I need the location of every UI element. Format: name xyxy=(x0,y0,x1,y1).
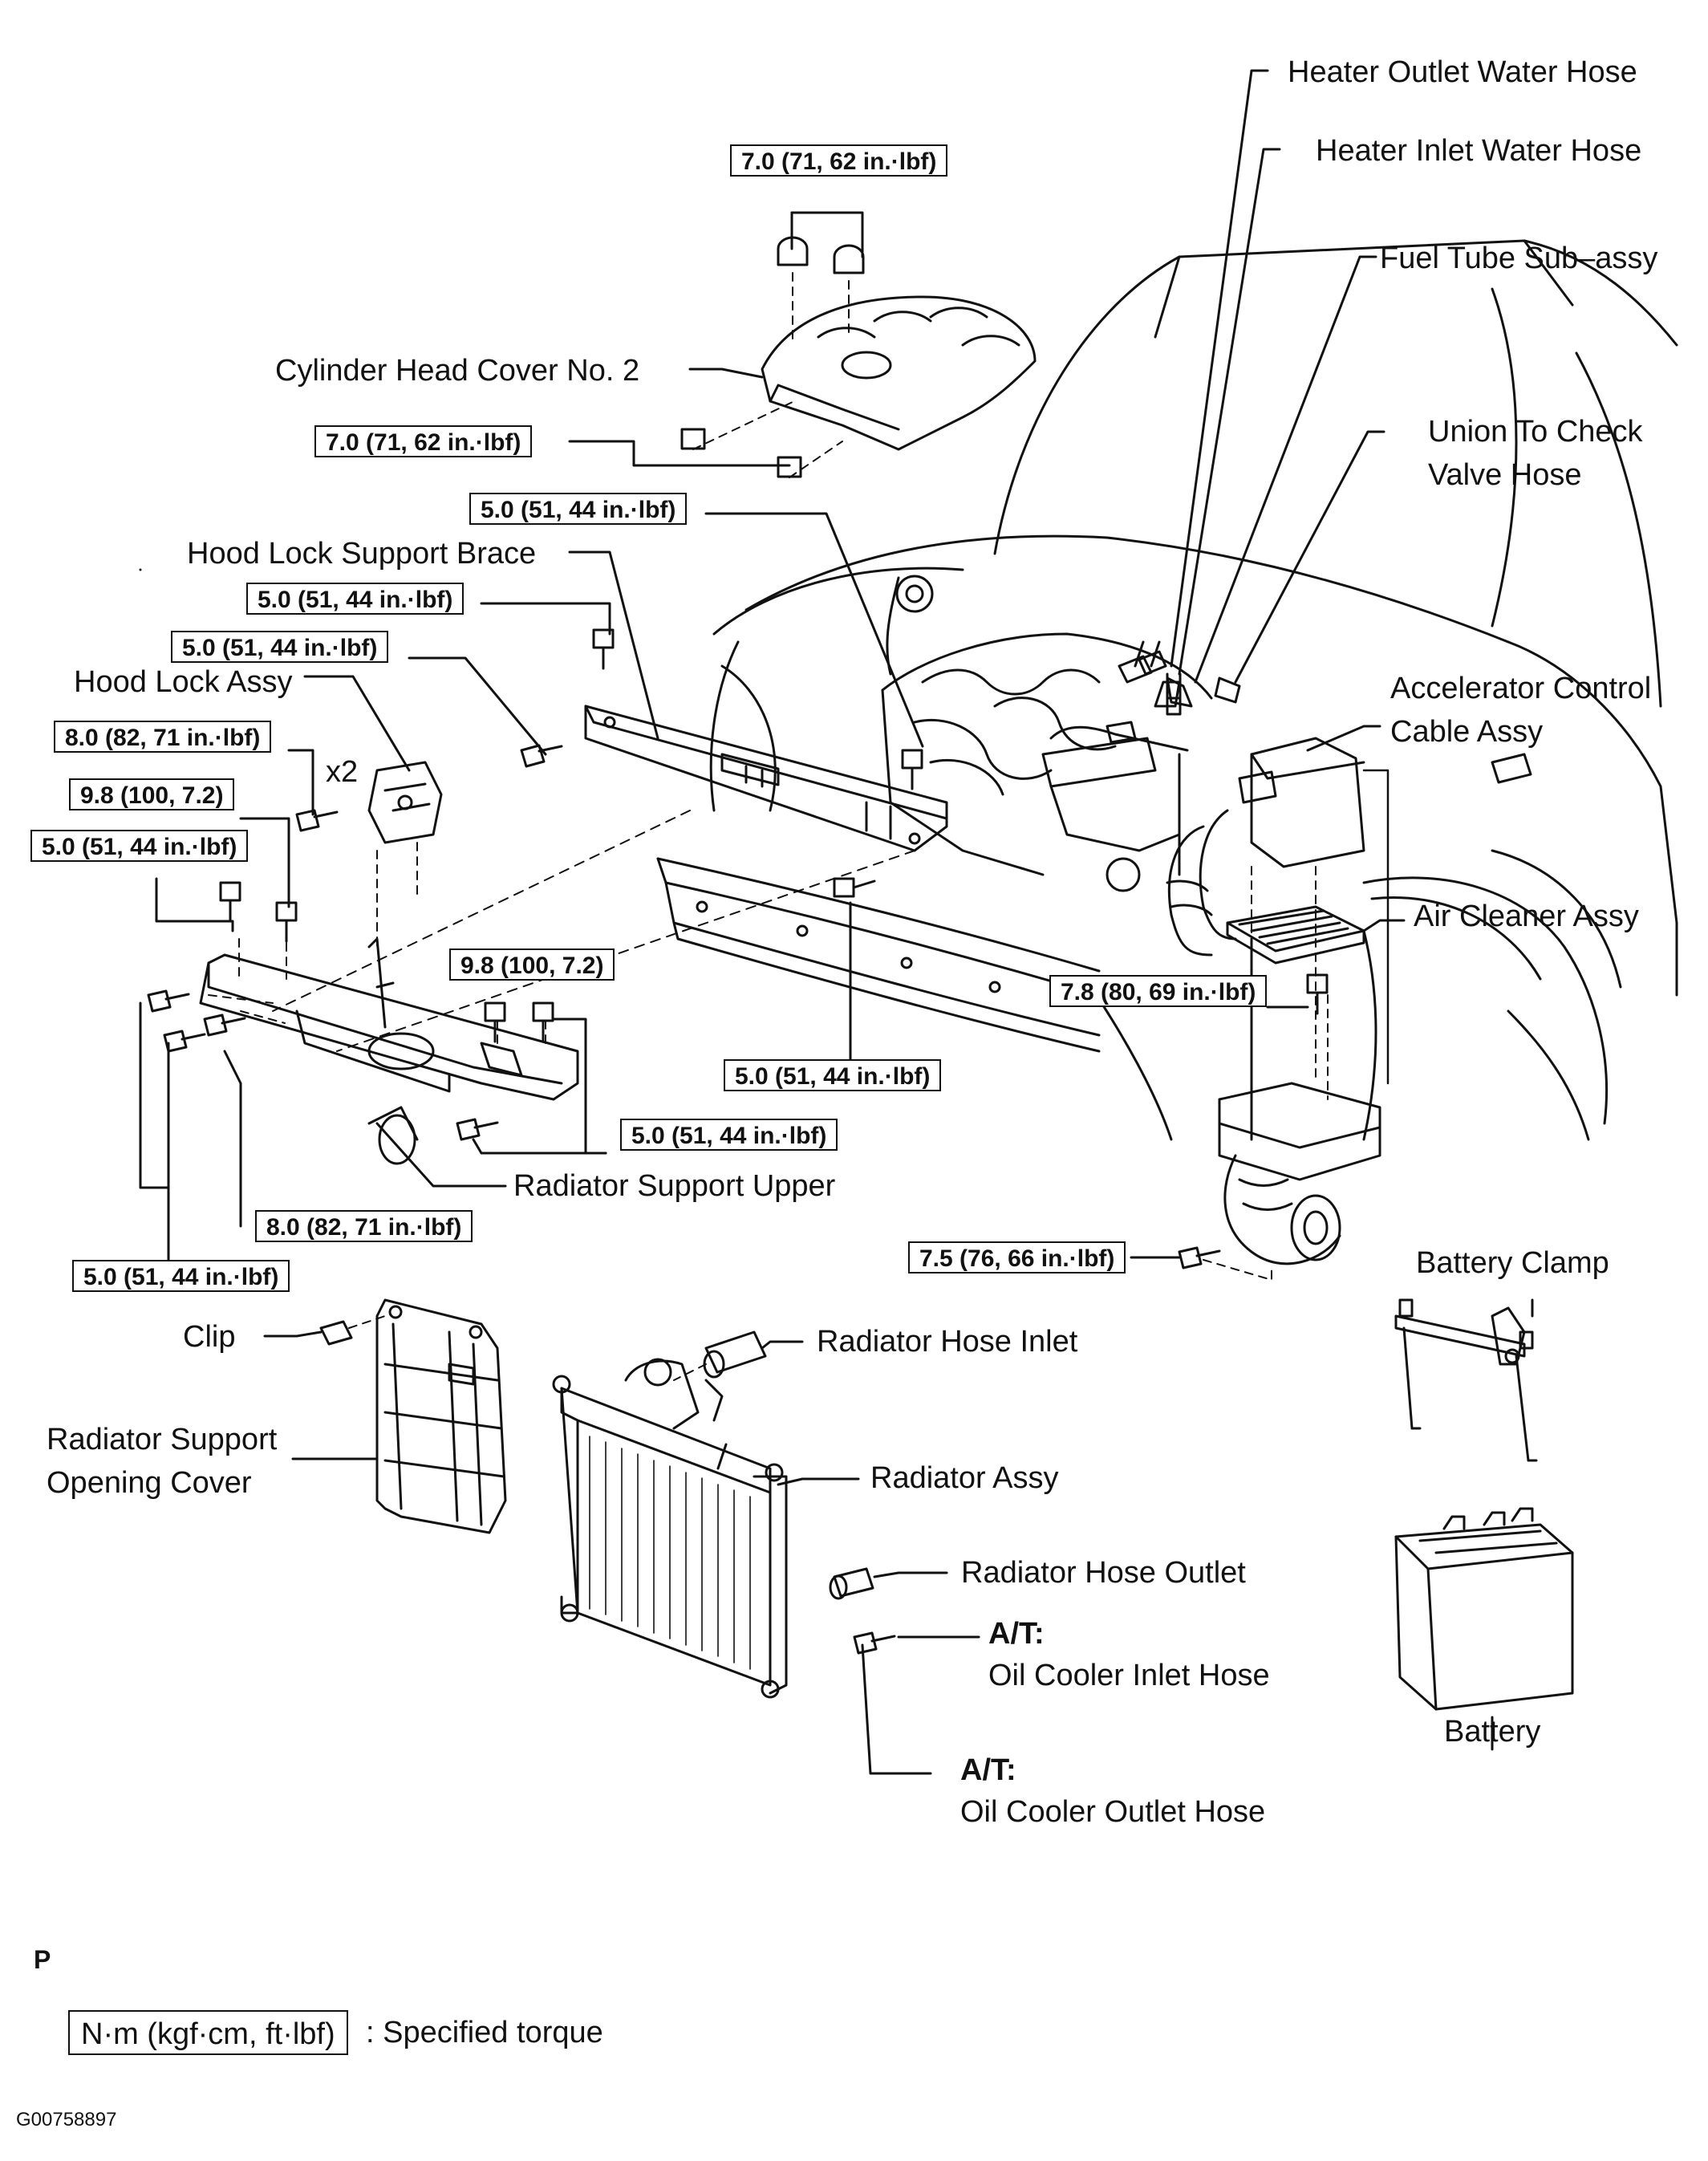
radiator-support-opening-cover-label-line2: Opening Cover xyxy=(47,1466,252,1500)
accelerator-control-cable-assy-label-line1: Accelerator Control xyxy=(1390,672,1652,705)
torque-box-support-upper-c: 9.8 (100, 7.2) xyxy=(449,948,615,981)
torque-box-support-upper-e: 8.0 (82, 71 in.·lbf) xyxy=(255,1210,473,1242)
engine-block xyxy=(881,575,1241,892)
p-mark: P xyxy=(34,1945,51,1974)
battery-clamp-label: Battery Clamp xyxy=(1416,1246,1609,1280)
torque-box-air-cleaner: 7.8 (80, 69 in.·lbf) xyxy=(1049,975,1268,1007)
torque-box-brace-right: 5.0 (51, 44 in.·lbf) xyxy=(469,493,688,525)
at-label-1: A/T: xyxy=(988,1617,1045,1651)
torque-box-brace-left: 5.0 (51, 44 in.·lbf) xyxy=(171,631,389,663)
radiator-support-upper-label: Radiator Support Upper xyxy=(513,1169,836,1203)
torque-box-support-upper-d: 5.0 (51, 44 in.·lbf) xyxy=(620,1119,838,1151)
heater-inlet-water-hose-label: Heater Inlet Water Hose xyxy=(1316,134,1642,168)
torque-box-cover-nuts-top: 7.0 (71, 62 in.·lbf) xyxy=(730,144,948,177)
clip-label: Clip xyxy=(183,1320,236,1354)
x2-label: x2 xyxy=(326,755,359,789)
legend-unit-box: N·m (kgf·cm, ft·lbf) xyxy=(68,2010,348,2055)
torque-box-support-upper-a: 9.8 (100, 7.2) xyxy=(69,778,235,810)
torque-box-air-cleaner-lower: 7.5 (76, 66 in.·lbf) xyxy=(908,1241,1126,1273)
radiator-assy-label: Radiator Assy xyxy=(870,1461,1059,1495)
heater-hose-fittings xyxy=(1118,650,1182,716)
oil-cooler-outlet-hose-label: Oil Cooler Outlet Hose xyxy=(960,1795,1266,1829)
hood-lock-assy xyxy=(303,675,443,948)
accelerator-control-cable-assy-label-line2: Cable Assy xyxy=(1390,715,1544,749)
torque-box-support-upper-f: 5.0 (51, 44 in.·lbf) xyxy=(72,1260,290,1292)
union-to-check-valve-hose-label-line1: Union To Check xyxy=(1428,415,1643,449)
radiator-hose-outlet-label: Radiator Hose Outlet xyxy=(961,1556,1246,1590)
union-to-check-valve-hose-label-line2: Valve Hose xyxy=(1428,458,1582,492)
torque-leader-lines xyxy=(139,512,1309,1269)
torque-box-hood-lock: 8.0 (82, 71 in.·lbf) xyxy=(54,721,272,753)
battery xyxy=(1394,1507,1574,1751)
torque-box-brace-top: 5.0 (51, 44 in.·lbf) xyxy=(246,583,465,615)
torque-box-bumper: 5.0 (51, 44 in.·lbf) xyxy=(724,1059,942,1091)
leader-lines-top-right xyxy=(1170,69,1385,684)
radiator-assy xyxy=(552,1330,860,1699)
legend-description: : Specified torque xyxy=(366,2016,603,2049)
radiator-support-opening-cover xyxy=(263,1298,507,1534)
heater-outlet-water-hose-label: Heater Outlet Water Hose xyxy=(1288,55,1637,89)
fuel-tube-sub-assy-label: Fuel Tube Sub–assy xyxy=(1380,242,1658,275)
cylinder-head-cover xyxy=(568,211,1037,478)
figure-id: G00758897 xyxy=(16,2109,117,2131)
radiator-hose-inlet-label: Radiator Hose Inlet xyxy=(817,1325,1078,1359)
radiator-support-upper xyxy=(139,568,579,1188)
air-cleaner-housing-top xyxy=(1166,737,1406,1281)
torque-box-support-upper-b: 5.0 (51, 44 in.·lbf) xyxy=(30,830,249,862)
battery-clamp xyxy=(1394,1298,1538,1462)
lower-hoses xyxy=(829,1567,980,1775)
hood-lock-assy-label: Hood Lock Assy xyxy=(74,665,293,699)
cylinder-head-cover-label: Cylinder Head Cover No. 2 xyxy=(275,354,640,388)
bumper-reinforcement xyxy=(656,857,1101,1053)
hood-lock-support-brace-label: Hood Lock Support Brace xyxy=(187,537,537,571)
oil-cooler-inlet-hose-label: Oil Cooler Inlet Hose xyxy=(988,1659,1270,1692)
torque-box-cover-nuts-side: 7.0 (71, 62 in.·lbf) xyxy=(314,425,533,457)
battery-label: Battery xyxy=(1444,1715,1541,1749)
air-cleaner-assy-label: Air Cleaner Assy xyxy=(1414,900,1639,933)
hood-lock-support-brace xyxy=(272,550,948,1052)
at-label-2: A/T: xyxy=(960,1753,1016,1787)
radiator-support-opening-cover-label-line1: Radiator Support xyxy=(47,1423,278,1456)
